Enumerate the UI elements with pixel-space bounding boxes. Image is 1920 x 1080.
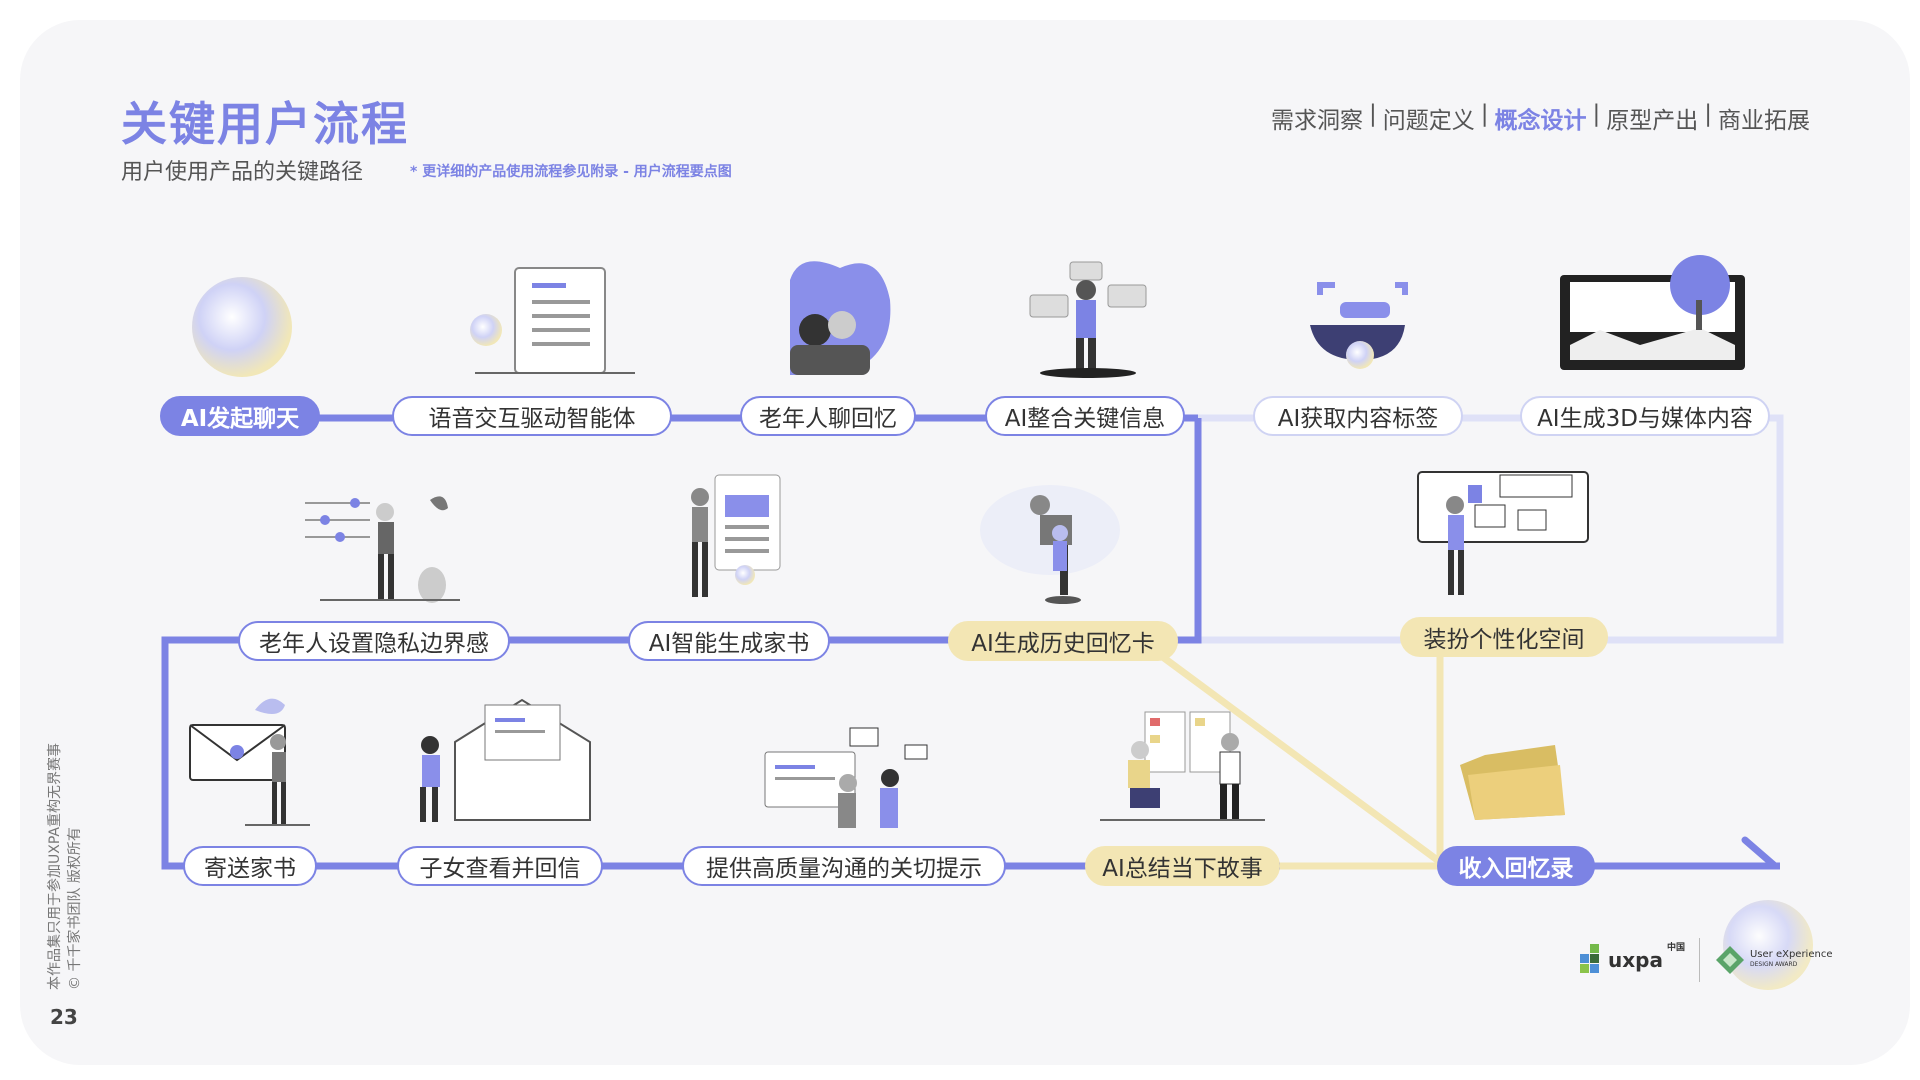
- nav-separator: |: [1704, 101, 1712, 127]
- page-title: 关键用户流程: [121, 97, 409, 151]
- send-letter-illustration: [189, 698, 310, 826]
- decor-orb: [1723, 900, 1813, 990]
- page-number: 23: [50, 1005, 78, 1029]
- step-personalize-space: 装扮个性化空间: [1400, 617, 1608, 657]
- copyright-sidebar: 本作品集只用于参加UXPA重构无界赛事 © 千千家书团队 版权所有: [40, 710, 100, 1010]
- step-privacy-boundary: 老年人设置隐私边界感: [238, 621, 510, 661]
- slide-card: [20, 20, 1910, 1065]
- step-ai-summarize: AI总结当下故事: [1085, 846, 1280, 886]
- step-ai-3d-media: AI生成3D与媒体内容: [1520, 396, 1770, 436]
- step-voice-agent: 语音交互驱动智能体: [392, 396, 672, 436]
- nav-separator: |: [1369, 101, 1377, 127]
- step-children-reply: 子女查看并回信: [397, 846, 603, 886]
- yellow-line-1: [1157, 652, 1443, 865]
- media-generation-illustration: [1560, 255, 1745, 370]
- page-subtitle: 用户使用产品的关键路径: [121, 160, 364, 185]
- logo-divider: [1698, 938, 1700, 982]
- read-reply-illustration: [420, 698, 591, 822]
- document-illustration: [470, 267, 635, 374]
- ux-award-text-1: User eXperience: [1749, 949, 1833, 960]
- summarize-story-illustration: [1100, 711, 1265, 821]
- nav-separator: |: [1480, 101, 1489, 127]
- personalize-space-illustration: [1417, 471, 1589, 595]
- privacy-settings-illustration: [305, 496, 460, 603]
- ux-award-logo: User eXperience DESIGN AWARD: [1714, 944, 1833, 976]
- nav-item-insight[interactable]: 需求洞察: [1271, 108, 1363, 134]
- nav-item-prototype[interactable]: 原型产出: [1606, 108, 1699, 134]
- step-family-letter: AI智能生成家书: [628, 621, 830, 661]
- uxpa-logo: uxpa 中国: [1578, 940, 1685, 980]
- integrate-info-illustration: [1029, 261, 1147, 378]
- family-letter-illustration: [691, 474, 781, 597]
- copyright-line-2: © 千千家书团队 版权所有: [67, 827, 83, 990]
- nav-item-definition[interactable]: 问题定义: [1382, 108, 1475, 134]
- nav-item-concept[interactable]: 概念设计: [1494, 108, 1587, 134]
- elderly-chat-illustration: [790, 261, 891, 375]
- appendix-note: * 更详细的产品使用流程参见附录 - 用户流程要点图: [410, 164, 732, 180]
- sponsor-logos: uxpa 中国 User eXperience DESIGN AWARD: [1578, 938, 1832, 982]
- uxpa-text: uxpa: [1608, 948, 1663, 972]
- step-ai-start-chat: AI发起聊天: [160, 396, 320, 436]
- step-care-tips: 提供高质量沟通的关切提示: [682, 846, 1006, 886]
- nav-separator: |: [1592, 101, 1601, 127]
- step-history-card: AI生成历史回忆卡: [948, 621, 1178, 661]
- uxpa-mark-icon: [1580, 944, 1599, 973]
- flow-arrow: [1741, 836, 1779, 870]
- caring-tips-illustration: [764, 727, 928, 828]
- copyright-line-1: 本作品集只用于参加UXPA重构无界赛事: [47, 743, 63, 990]
- step-ai-integrate: AI整合关键信息: [985, 396, 1185, 436]
- nav-item-business[interactable]: 商业拓展: [1718, 108, 1810, 134]
- folder-illustration: [1460, 745, 1565, 820]
- section-nav: 需求洞察 | 问题定义 | 概念设计 | 原型产出 | 商业拓展: [1271, 101, 1810, 135]
- ux-award-mark-icon: [1715, 946, 1744, 974]
- uxpa-cn-text: 中国: [1666, 943, 1685, 953]
- step-memoir: 收入回忆录: [1437, 846, 1595, 886]
- step-ai-tags: AI获取内容标签: [1253, 396, 1463, 436]
- history-memory-card-illustration: [980, 485, 1120, 604]
- step-send-letter: 寄送家书: [183, 846, 317, 886]
- step-elder-memories: 老年人聊回忆: [740, 396, 916, 436]
- ai-orb-illustration: [192, 277, 292, 377]
- scan-tag-illustration: [1310, 282, 1408, 369]
- ux-award-text-2: DESIGN AWARD: [1749, 961, 1798, 968]
